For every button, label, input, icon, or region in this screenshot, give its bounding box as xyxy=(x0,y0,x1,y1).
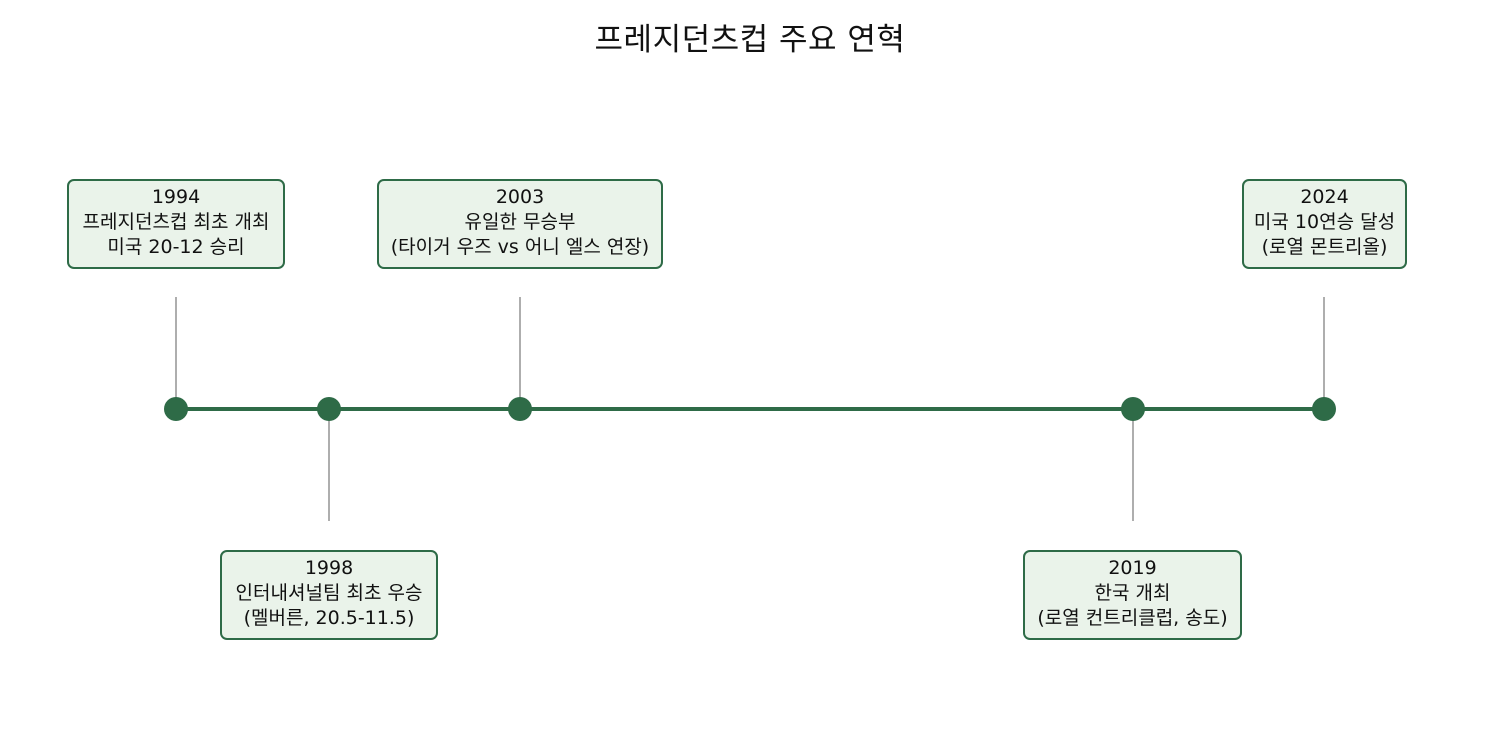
event-year: 1998 xyxy=(304,557,354,579)
event-box-2003: 2003 유일한 무승부 (타이거 우즈 vs 어니 엘스 연장) xyxy=(377,179,663,269)
marker-2003 xyxy=(508,397,532,421)
page-title: 프레지던츠컵 주요 연혁 xyxy=(594,22,906,58)
event-line1: 인터내셔널팀 최초 우승 xyxy=(235,582,423,604)
event-year: 2024 xyxy=(1300,186,1349,208)
event-line1: 프레지던츠컵 최초 개최 xyxy=(82,211,270,233)
event-box-2024: 2024 미국 10연승 달성 (로열 몬트리올) xyxy=(1242,179,1407,269)
event-year: 2003 xyxy=(495,186,545,208)
event-year: 1994 xyxy=(151,186,201,208)
event-line2: (로열 컨트리클럽, 송도) xyxy=(1037,607,1228,629)
event-box-2019: 2019 한국 개최 (로열 컨트리클럽, 송도) xyxy=(1023,550,1242,640)
marker-2019 xyxy=(1121,397,1145,421)
event-line2: 미국 20-12 승리 xyxy=(107,236,245,258)
event-year: 2019 xyxy=(1108,557,1157,579)
event-line1: 미국 10연승 달성 xyxy=(1253,211,1396,233)
marker-1998 xyxy=(317,397,341,421)
event-line2: (멜버른, 20.5-11.5) xyxy=(243,607,415,629)
event-line2: (타이거 우즈 vs 어니 엘스 연장) xyxy=(390,236,650,258)
marker-1994 xyxy=(164,397,188,421)
event-box-1998: 1998 인터내셔널팀 최초 우승 (멜버른, 20.5-11.5) xyxy=(220,550,438,640)
event-line2: (로열 몬트리올) xyxy=(1261,236,1388,258)
marker-2024 xyxy=(1312,397,1336,421)
event-box-1994: 1994 프레지던츠컵 최초 개최 미국 20-12 승리 xyxy=(67,179,285,269)
event-line1: 유일한 무승부 xyxy=(464,211,576,233)
event-line1: 한국 개최 xyxy=(1094,582,1171,604)
